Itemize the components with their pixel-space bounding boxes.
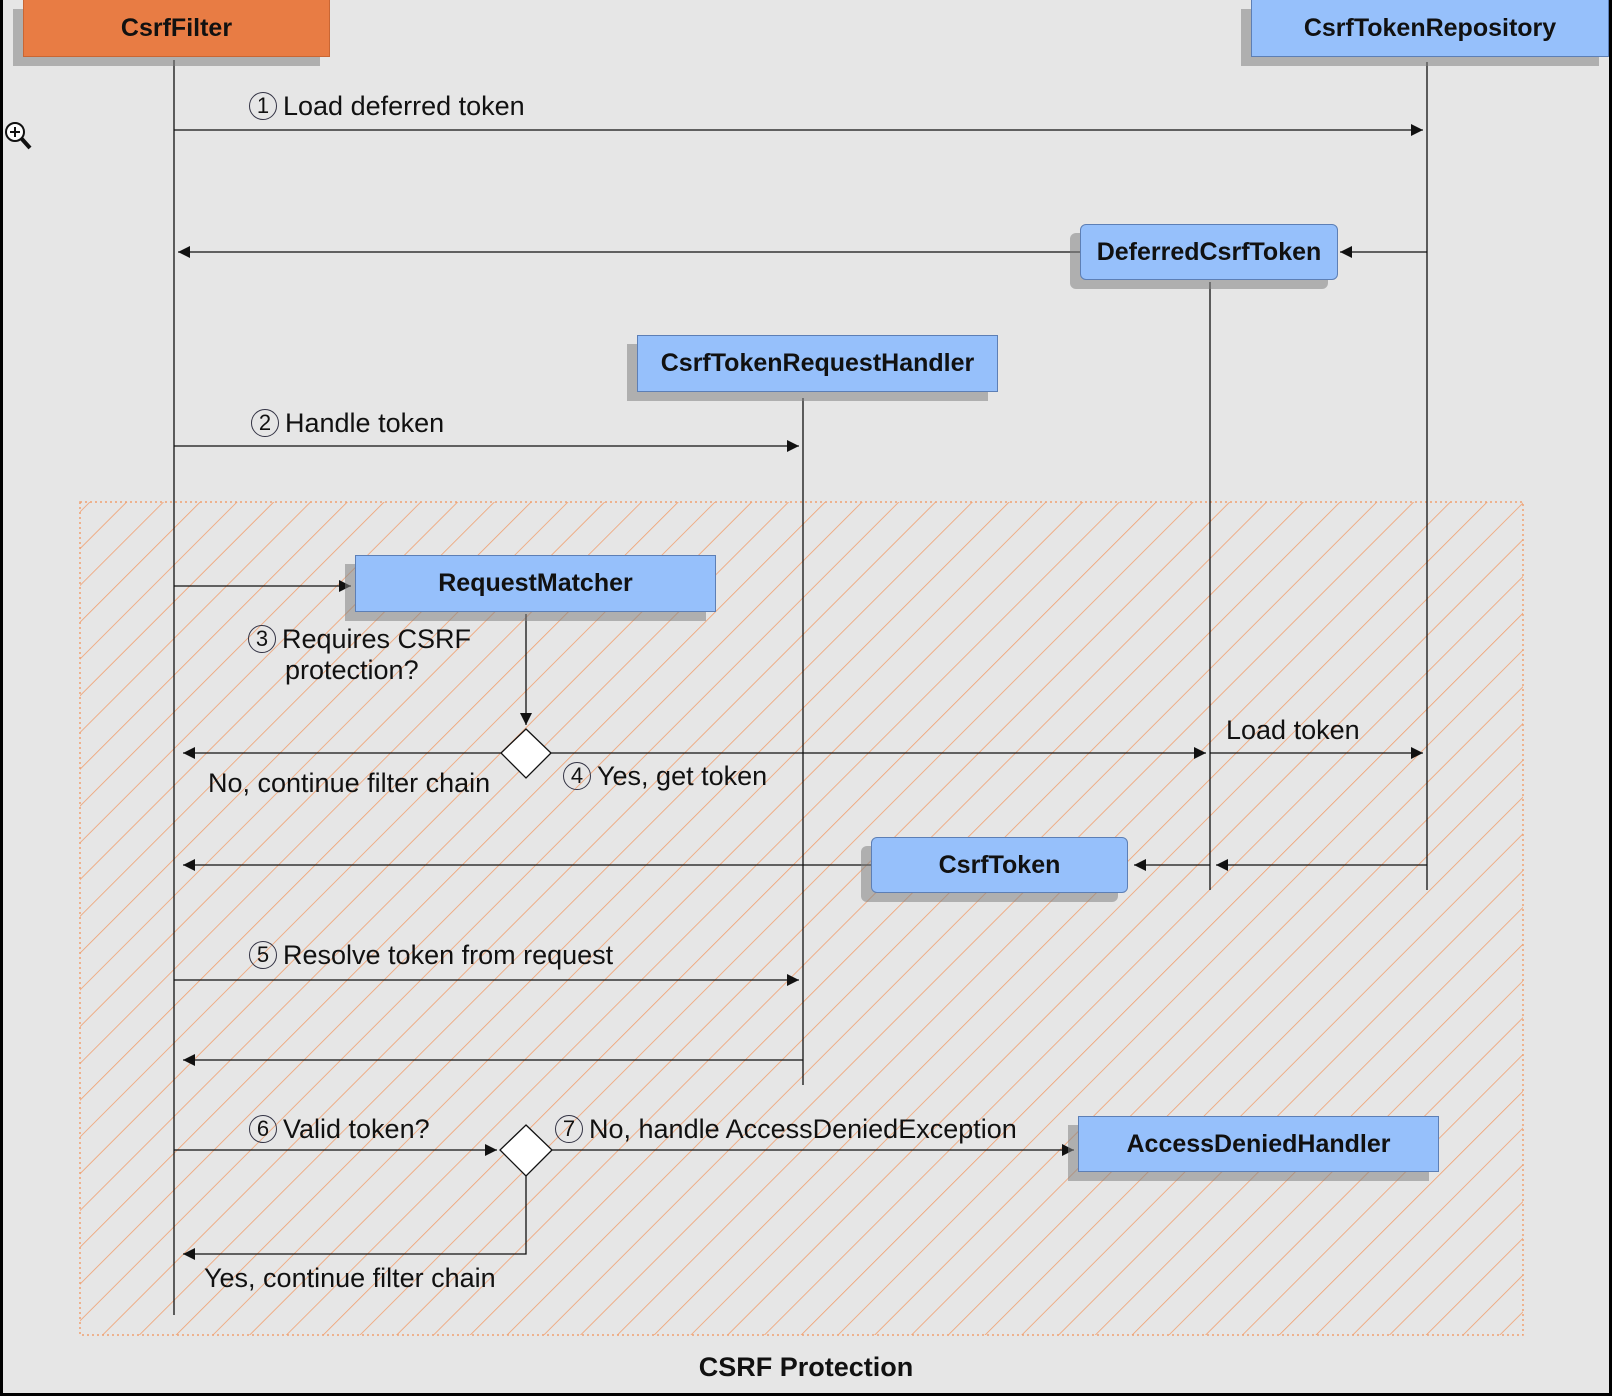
csrf-token-repository-box: CsrfTokenRepository <box>1251 0 1609 57</box>
csrf-token-request-handler-box: CsrfTokenRequestHandler <box>637 335 998 392</box>
no-continue-label: No, continue filter chain <box>208 768 491 798</box>
zoom-in-icon <box>5 122 32 150</box>
step-5-number: 5 <box>249 941 277 969</box>
step-6-number: 6 <box>249 1115 277 1143</box>
sequence-diagram <box>79 60 1524 1336</box>
step-7-number: 7 <box>555 1115 583 1143</box>
step-2-text: Handle token <box>285 408 445 438</box>
step-2-number: 2 <box>251 409 279 437</box>
decision-diamond-requires-csrf <box>500 728 552 779</box>
deferred-csrf-token-box: DeferredCsrfToken <box>1080 224 1338 280</box>
step-3-number: 3 <box>248 625 276 653</box>
csrf-token-box: CsrfToken <box>871 837 1128 893</box>
step-4-text: Yes, get token <box>597 761 768 791</box>
diagram-caption: CSRF Protection <box>698 1352 914 1382</box>
step-1-text: Load deferred token <box>283 91 525 121</box>
arrow-yes-continue <box>183 1176 527 1260</box>
step-5-text: Resolve token from request <box>283 940 614 970</box>
step-1-number: 1 <box>249 92 277 120</box>
yes-continue-label: Yes, continue filter chain <box>204 1263 496 1293</box>
step-3-text-line1: Requires CSRF <box>282 624 472 654</box>
step-3-label-line2: protection? <box>285 655 419 685</box>
access-denied-handler-box: AccessDeniedHandler <box>1078 1116 1439 1172</box>
step-7-text: No, handle AccessDeniedException <box>589 1114 1017 1144</box>
csrf-protection-region <box>79 501 1524 1336</box>
load-token-label: Load token <box>1226 715 1360 745</box>
decision-diamond-valid-token <box>499 1124 553 1177</box>
diagram-canvas: CsrfFilter CsrfTokenRepository DeferredC… <box>3 0 1609 1393</box>
step-4-number: 4 <box>563 762 591 790</box>
csrf-filter-box: CsrfFilter <box>23 0 330 57</box>
request-matcher-box: RequestMatcher <box>355 555 716 612</box>
step-6-text: Valid token? <box>283 1114 430 1144</box>
